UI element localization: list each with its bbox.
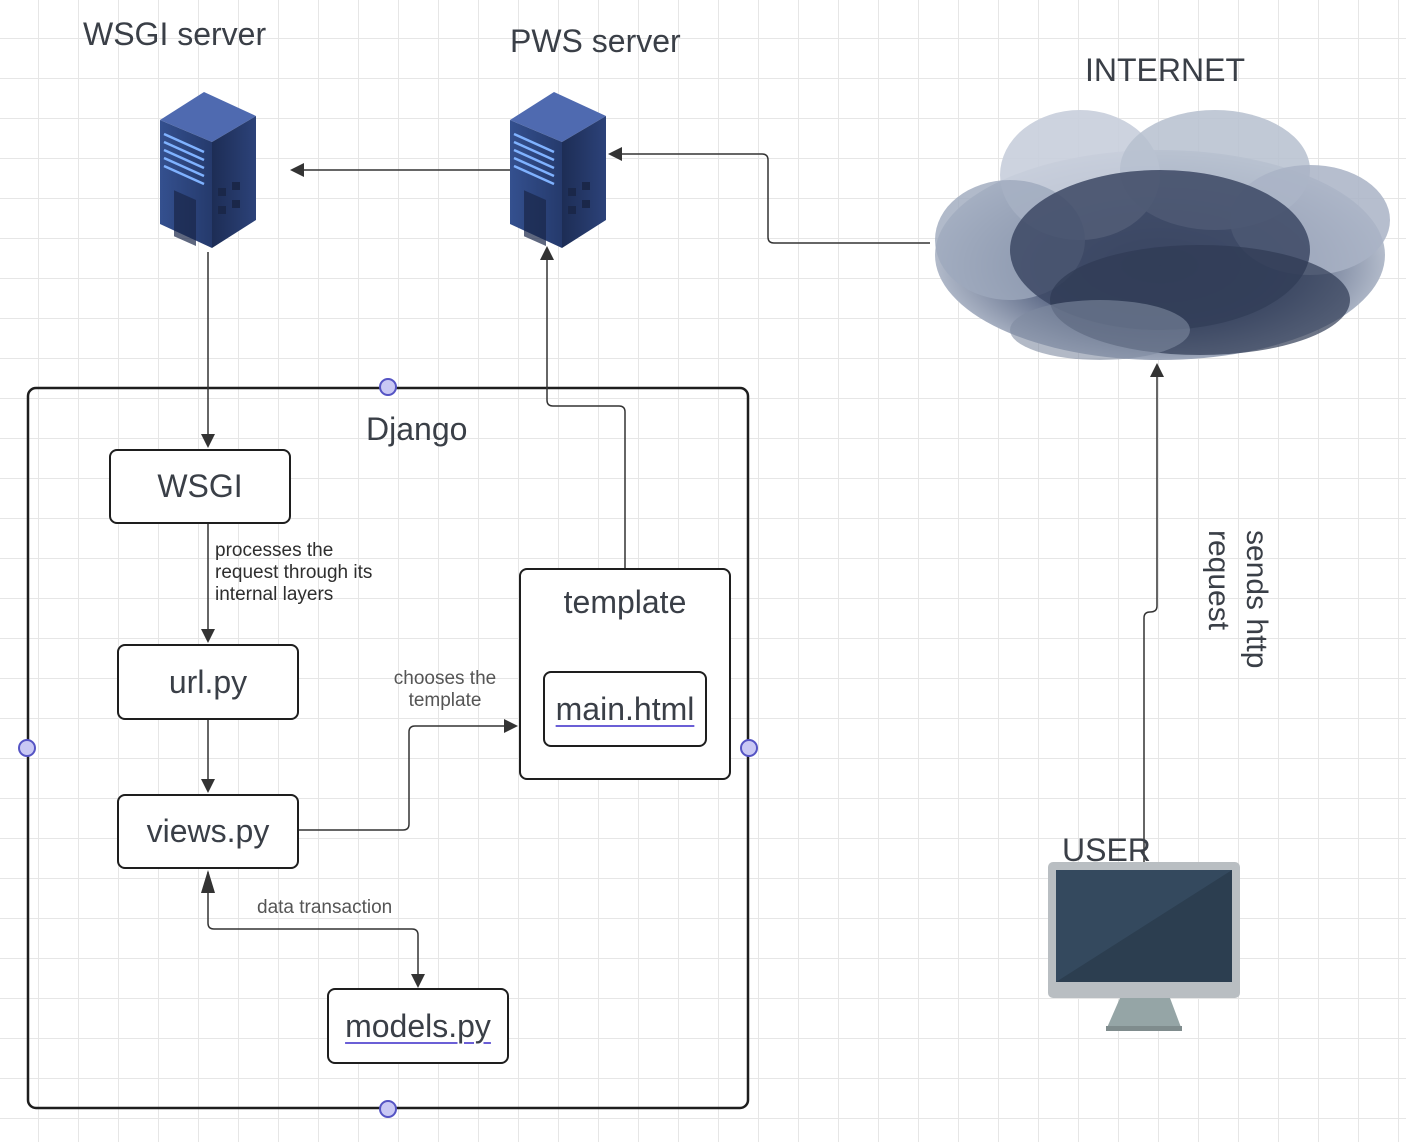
arrow-head-views [201,870,215,893]
pws-server-label: PWS server [510,23,681,59]
arrow-user-to-internet [1143,363,1164,865]
arrow-internet-to-pws [608,147,930,244]
template-label: template [563,584,687,620]
server-icon [510,92,606,248]
arrow-views-to-template [299,719,518,831]
models-py-link[interactable]: models.py [345,1007,491,1044]
arrow-views-models [207,872,425,988]
processes-annotation: processes the request through its intern… [215,540,373,605]
main-html-box[interactable]: main.html [543,671,707,747]
views-py-box[interactable]: views.py [117,794,299,869]
server-icon [160,92,256,248]
sends-http-annotation: sends http request [1202,530,1273,669]
url-py-box[interactable]: url.py [117,644,299,720]
wsgi-server-label: WSGI server [83,16,267,52]
connection-handle-right[interactable] [740,739,758,757]
url-py-label: url.py [168,663,248,700]
wsgi-box[interactable]: WSGI [109,449,291,524]
django-label: Django [366,411,468,447]
main-html-link[interactable]: main.html [555,690,695,727]
views-py-label: views.py [146,813,270,849]
arrow-template-to-pws [540,246,626,568]
connection-handle-left[interactable] [18,739,36,757]
chooses-annotation: chooses the template [393,668,497,711]
wsgi-box-label: WSGI [157,468,243,504]
data-transaction-annotation: data transaction [257,897,393,918]
cloud-icon [935,110,1390,360]
user-label: USER [1062,832,1151,868]
connection-handle-top[interactable] [379,378,397,396]
monitor-icon [1048,862,1240,1031]
connection-handle-bottom[interactable] [379,1100,397,1118]
internet-label: INTERNET [1085,52,1245,88]
models-py-box[interactable]: models.py [327,988,509,1064]
